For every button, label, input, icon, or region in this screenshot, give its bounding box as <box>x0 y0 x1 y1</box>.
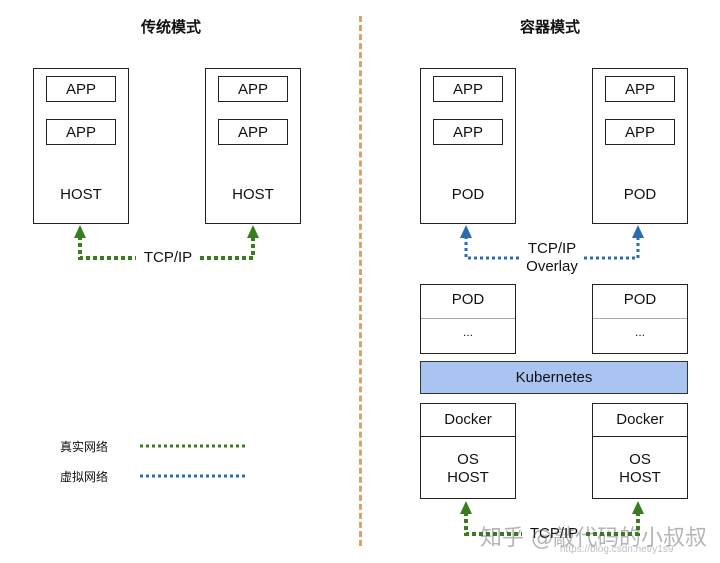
arrow-up-icon <box>632 501 644 514</box>
arrow-up-icon <box>74 225 86 238</box>
node-more-label: ... <box>634 325 645 339</box>
left-section-title: 传统模式 <box>141 18 202 36</box>
app-box: APP <box>218 119 288 145</box>
app-box: APP <box>605 76 675 102</box>
bottom-link-label: TCP/IP <box>529 525 579 542</box>
host-label: HOST <box>232 186 274 203</box>
host-label: HOST <box>60 186 102 203</box>
legend-virtual-label: 虚拟网络 <box>60 470 109 484</box>
host-box-1: APP APP HOST <box>33 68 129 224</box>
right-virtual-link <box>464 236 640 260</box>
docker-separator <box>421 436 515 437</box>
docker-label: Docker <box>444 411 492 428</box>
legend-physical-label: 真实网络 <box>60 440 109 454</box>
pod-box-2: APP APP POD <box>592 68 688 224</box>
os-label: OS <box>629 451 651 468</box>
host-box-2: APP APP HOST <box>205 68 301 224</box>
docker-label: Docker <box>616 411 664 428</box>
app-box: APP <box>605 119 675 145</box>
node-pod-label: POD <box>623 291 657 308</box>
docker-host-box-2: Docker OS HOST <box>592 403 688 499</box>
app-box: APP <box>46 76 116 102</box>
arrow-up-icon <box>632 225 644 238</box>
node-separator <box>593 318 687 319</box>
pod-label: POD <box>451 186 485 203</box>
app-box: APP <box>433 76 503 102</box>
pod-label: POD <box>623 186 657 203</box>
node-pod-box-2: POD ... <box>592 284 688 354</box>
left-link-label: TCP/IP <box>143 249 193 266</box>
app-box: APP <box>433 119 503 145</box>
left-physical-link <box>78 236 255 260</box>
node-more-label: ... <box>462 325 473 339</box>
node-pod-box-1: POD ... <box>420 284 516 354</box>
host-label: HOST <box>619 469 661 486</box>
node-separator <box>421 318 515 319</box>
docker-separator <box>593 436 687 437</box>
arrow-up-icon <box>247 225 259 238</box>
node-pod-label: POD <box>451 291 485 308</box>
section-divider <box>359 16 362 546</box>
pod-box-1: APP APP POD <box>420 68 516 224</box>
overlay-label-line2: Overlay <box>526 258 578 275</box>
bottom-physical-link <box>464 512 640 536</box>
overlay-label-line1: TCP/IP <box>527 240 577 257</box>
arrow-up-icon <box>460 225 472 238</box>
os-label: OS <box>457 451 479 468</box>
arrow-up-icon <box>460 501 472 514</box>
right-section-title: 容器模式 <box>520 18 581 36</box>
host-label: HOST <box>447 469 489 486</box>
docker-host-box-1: Docker OS HOST <box>420 403 516 499</box>
watermark-text: 知乎 @敲代码的小叔叔 <box>480 526 707 551</box>
app-box: APP <box>46 119 116 145</box>
kubernetes-bar: Kubernetes <box>420 361 688 394</box>
app-box: APP <box>218 76 288 102</box>
watermark-url: https://blog.csdn.net/y1s9 <box>560 544 674 555</box>
